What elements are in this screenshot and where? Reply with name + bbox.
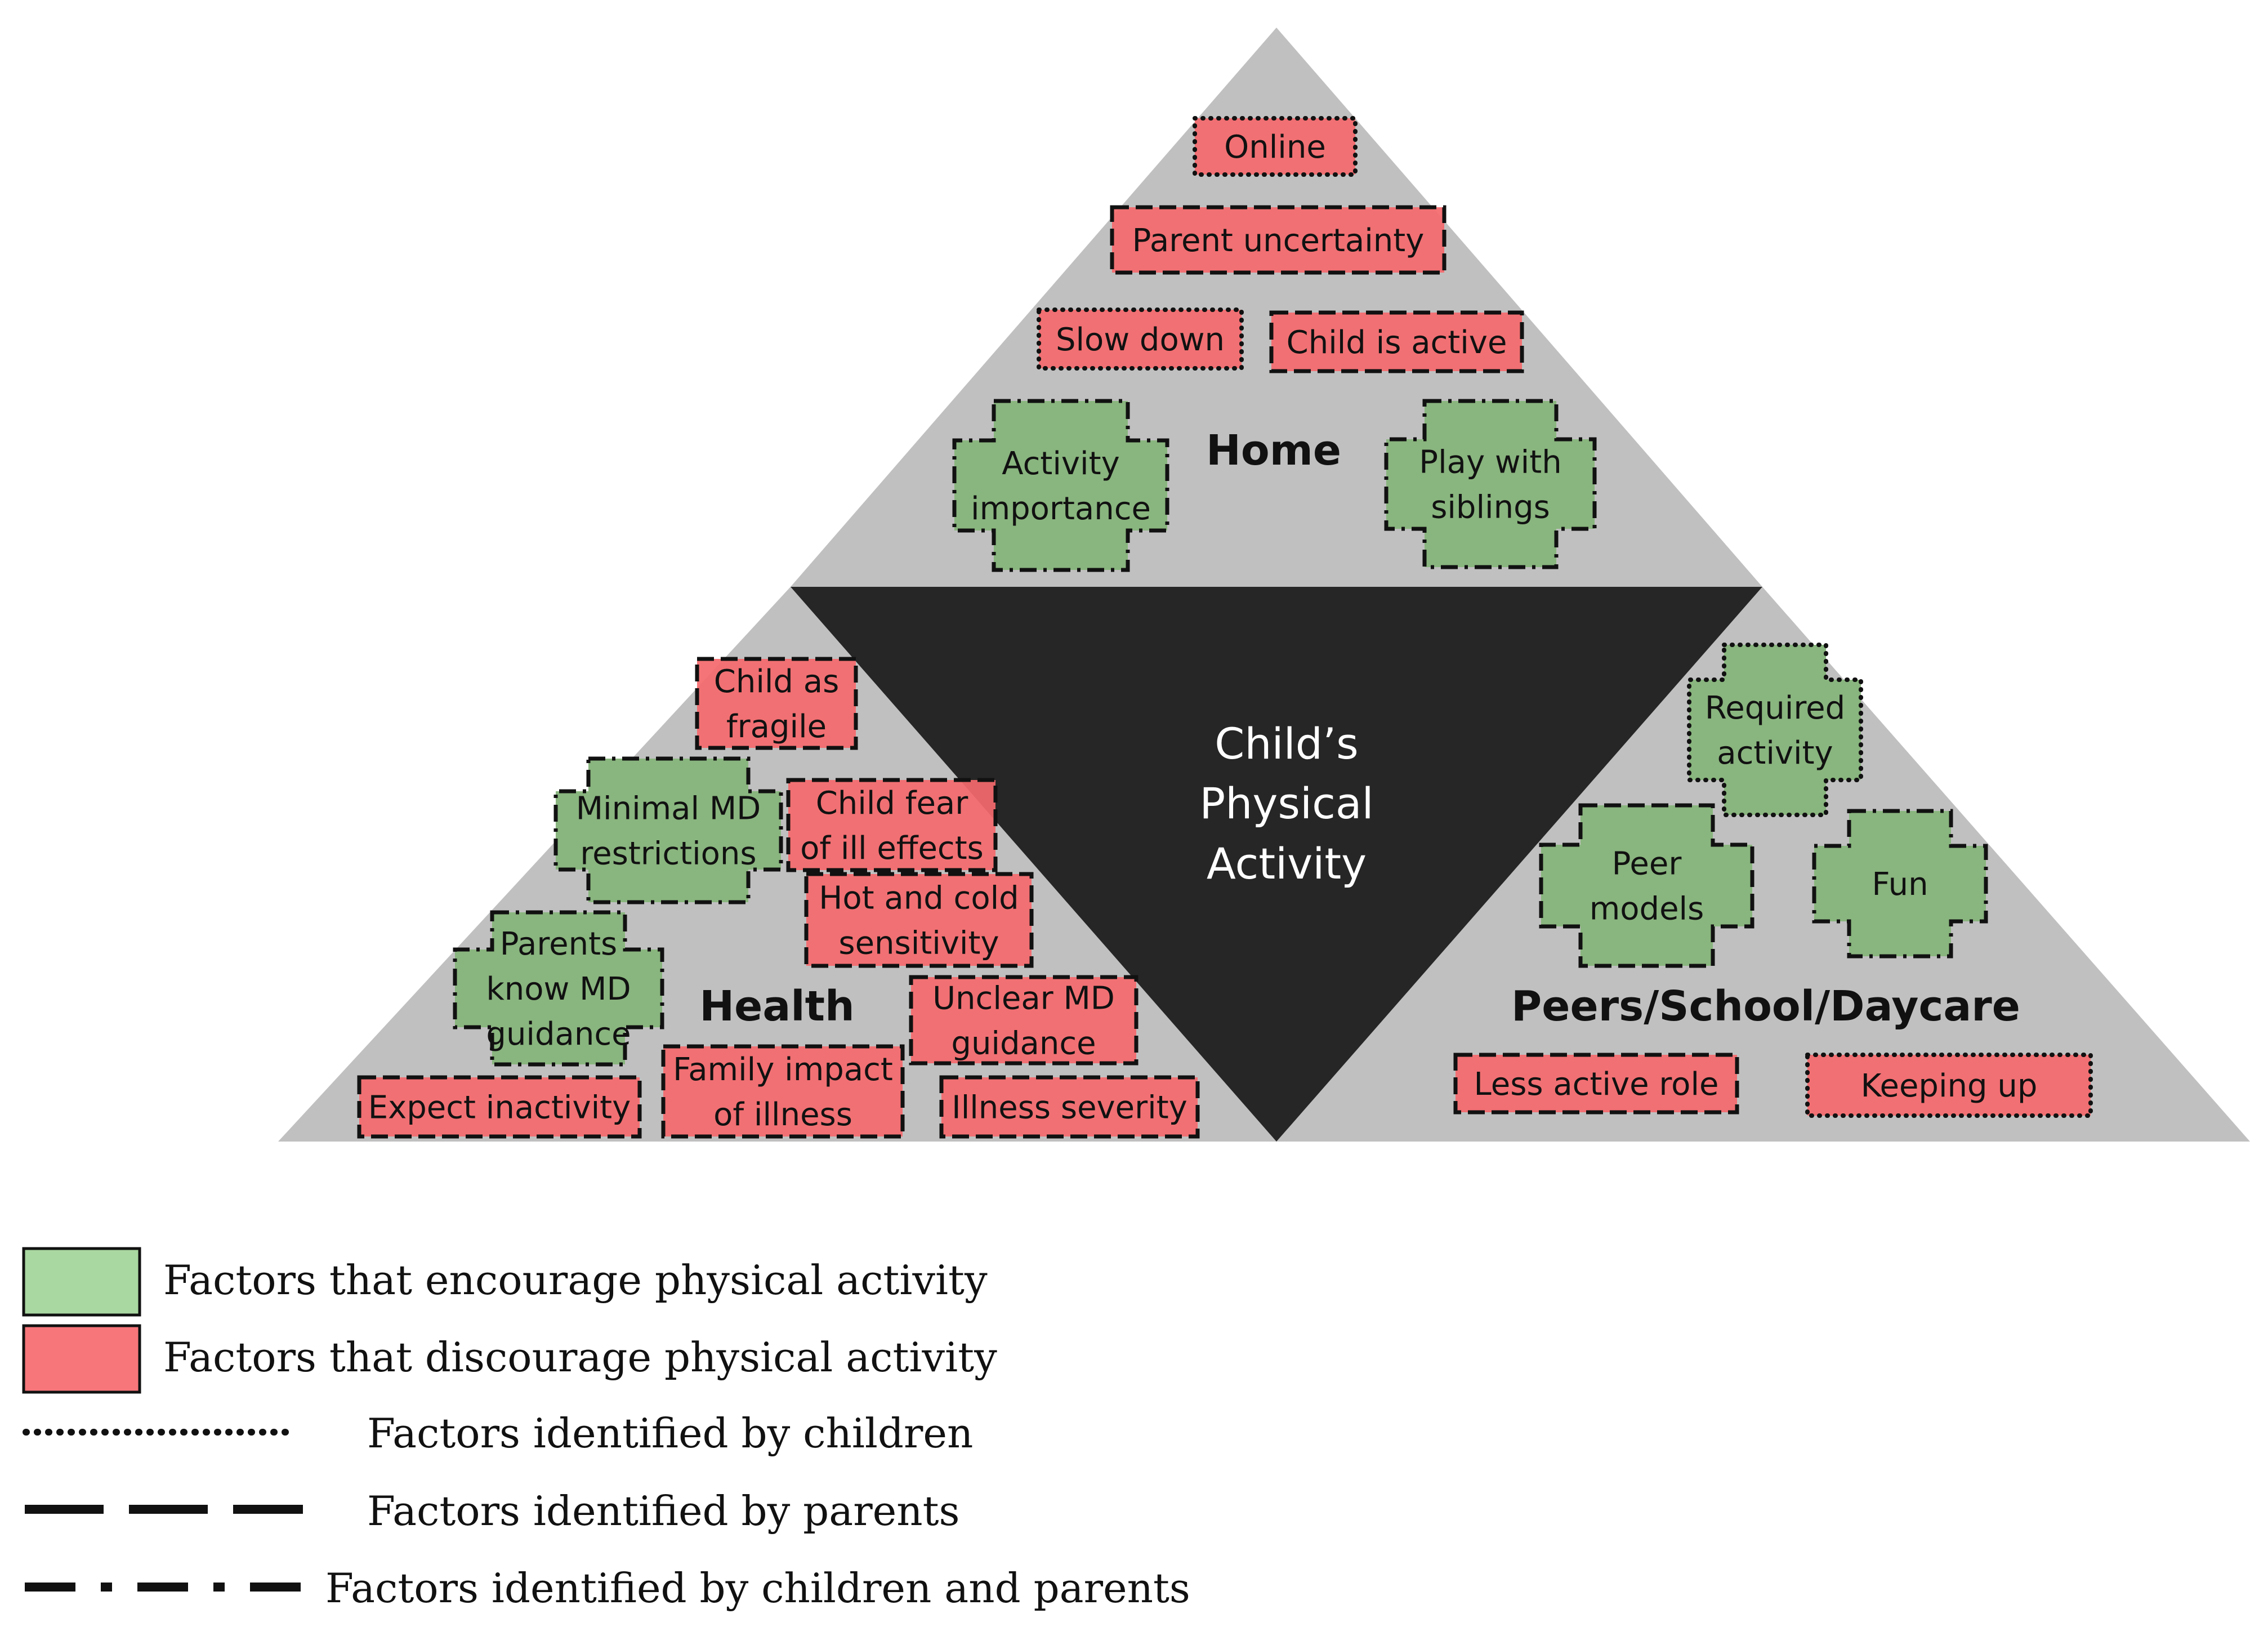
factor-box-expect-inactivity xyxy=(357,1075,642,1139)
factor-label-illness-severity-line-1: Illness severity xyxy=(952,1090,1187,1126)
center-label-line-3: Activity xyxy=(1207,839,1367,889)
factor-label-peer-models-line-1: Peer xyxy=(1612,846,1682,882)
factor-label-less-active-role-line-1: Less active role xyxy=(1474,1066,1719,1103)
factor-box-peer-models xyxy=(1539,803,1754,968)
factor-label-fun-line-1: Fun xyxy=(1872,866,1928,903)
factor-keeping-up: Keeping up xyxy=(1805,1053,2093,1118)
factor-label-child-is-active-line-1: Child is active xyxy=(1287,324,1507,361)
factor-label-child-fear-of-ill-effects-line-2: of ill effects xyxy=(800,830,984,867)
section-label-health: Health xyxy=(699,982,854,1031)
factor-box-required-activity xyxy=(1687,643,1863,817)
center-label-line-2: Physical xyxy=(1199,778,1373,828)
factor-label-parent-uncertainty-line-1: Parent uncertainty xyxy=(1132,222,1425,259)
factor-label-child-as-fragile-line-2: fragile xyxy=(726,708,827,745)
factor-child-is-active: Child is active xyxy=(1269,310,1524,373)
legend-both-label: Factors identified by children and paren… xyxy=(325,1564,1190,1612)
factor-box-hot-and-cold-sensitivity xyxy=(804,872,1034,968)
factor-box-child-is-active xyxy=(1269,310,1524,373)
factor-label-parents-know-md-guidance-line-3: guidance xyxy=(486,1016,631,1053)
factor-parents-know-md-guidance: Parents know MD guidance xyxy=(453,910,664,1067)
section-labels: Home Health Peers/School/Daycare xyxy=(699,426,2020,1031)
factor-label-activity-importance-line-2: importance xyxy=(971,491,1151,527)
factor-parent-uncertainty: Parent uncertainty xyxy=(1110,205,1446,275)
factor-illness-severity: Illness severity xyxy=(939,1075,1200,1139)
home-triangle xyxy=(791,28,1762,587)
factor-family-impact-of-illness: Family impact of illness xyxy=(661,1044,905,1139)
factor-peer-models: Peer models xyxy=(1539,803,1754,968)
factor-label-hot-and-cold-sensitivity-line-1: Hot and cold xyxy=(819,880,1019,917)
legend-encourage-swatch xyxy=(22,1247,141,1317)
factor-child-as-fragile: Child as fragile xyxy=(695,657,858,750)
factor-label-parents-know-md-guidance-line-2: know MD xyxy=(486,971,631,1008)
factor-box-family-impact-of-illness xyxy=(661,1044,905,1139)
factor-box-child-fear-of-ill-effects xyxy=(786,778,998,872)
factor-label-child-fear-of-ill-effects-line-1: Child fear xyxy=(816,785,969,822)
factor-box-child-as-fragile xyxy=(695,657,858,750)
factor-label-family-impact-of-illness-line-1: Family impact xyxy=(673,1051,893,1088)
factor-label-play-with-siblings-line-2: siblings xyxy=(1431,489,1550,526)
legend: Factors that encourage physical activity… xyxy=(22,1247,1190,1612)
center-label-line-1: Child’s xyxy=(1215,719,1358,769)
factor-label-slow-down-line-1: Slow down xyxy=(1056,322,1225,358)
factor-label-minimal-md-restrictions-line-2: restrictions xyxy=(580,836,756,872)
factor-label-family-impact-of-illness-line-2: of illness xyxy=(713,1096,852,1133)
factor-label-unclear-md-guidance-line-2: guidance xyxy=(951,1026,1096,1062)
factor-activity-importance: Activity importance xyxy=(952,399,1169,572)
factor-label-activity-importance-line-1: Activity xyxy=(1002,445,1119,482)
peers-triangle xyxy=(1276,587,2250,1142)
legend-parents-label: Factors identified by parents xyxy=(367,1487,959,1535)
factor-play-with-siblings: Play with siblings xyxy=(1384,399,1597,569)
factor-label-peer-models-line-2: models xyxy=(1590,891,1704,928)
legend-encourage-label: Factors that encourage physical activity xyxy=(163,1256,988,1304)
factor-label-unclear-md-guidance-line-1: Unclear MD xyxy=(932,980,1115,1017)
factor-box-unclear-md-guidance xyxy=(909,975,1139,1066)
factor-box-fun xyxy=(1812,809,1988,959)
factor-box-less-active-role xyxy=(1453,1053,1739,1115)
section-label-home: Home xyxy=(1206,426,1341,475)
factor-box-parent-uncertainty xyxy=(1110,205,1446,275)
factor-label-parents-know-md-guidance-line-1: Parents xyxy=(500,926,617,962)
factor-box-slow-down xyxy=(1037,307,1244,371)
factor-label-online-line-1: Online xyxy=(1224,129,1326,166)
factor-label-required-activity-line-2: activity xyxy=(1717,735,1833,772)
center-triangle xyxy=(791,587,1762,1142)
factor-box-activity-importance xyxy=(952,399,1169,572)
factor-less-active-role: Less active role xyxy=(1453,1053,1739,1115)
factor-hot-and-cold-sensitivity: Hot and cold sensitivity xyxy=(804,872,1034,968)
center-label: Child’s Physical Activity xyxy=(1199,719,1373,889)
factor-fun: Fun xyxy=(1812,809,1988,959)
factor-label-child-as-fragile-line-1: Child as xyxy=(714,663,840,700)
factor-expect-inactivity: Expect inactivity xyxy=(357,1075,642,1139)
factor-required-activity: Required activity xyxy=(1687,643,1863,817)
factor-slow-down: Slow down xyxy=(1037,307,1244,371)
section-label-peers: Peers/School/Daycare xyxy=(1511,982,2020,1031)
legend-discourage-label: Factors that discourage physical activit… xyxy=(163,1334,997,1381)
legend-discourage-swatch xyxy=(22,1324,141,1394)
factor-label-expect-inactivity-line-1: Expect inactivity xyxy=(368,1090,631,1126)
factor-label-required-activity-line-1: Required xyxy=(1705,690,1845,726)
factor-box-online xyxy=(1193,116,1358,177)
legend-children-label: Factors identified by children xyxy=(367,1410,973,1457)
factor-label-hot-and-cold-sensitivity-line-2: sensitivity xyxy=(838,925,999,962)
factor-child-fear-of-ill-effects: Child fear of ill effects xyxy=(786,778,998,872)
factor-box-play-with-siblings xyxy=(1384,399,1597,569)
factor-box-keeping-up xyxy=(1805,1053,2093,1118)
factor-unclear-md-guidance: Unclear MD guidance xyxy=(909,975,1139,1066)
factor-label-minimal-md-restrictions-line-1: Minimal MD xyxy=(576,791,761,827)
factor-box-minimal-md-restrictions xyxy=(553,756,783,904)
factor-label-keeping-up-line-1: Keeping up xyxy=(1861,1068,2038,1104)
factor-label-play-with-siblings-line-1: Play with xyxy=(1419,444,1561,481)
factor-box-illness-severity xyxy=(939,1075,1200,1139)
factor-minimal-md-restrictions: Minimal MD restrictions xyxy=(553,756,783,904)
factor-online: Online xyxy=(1193,116,1358,177)
factor-box-parents-know-md-guidance xyxy=(453,910,664,1067)
